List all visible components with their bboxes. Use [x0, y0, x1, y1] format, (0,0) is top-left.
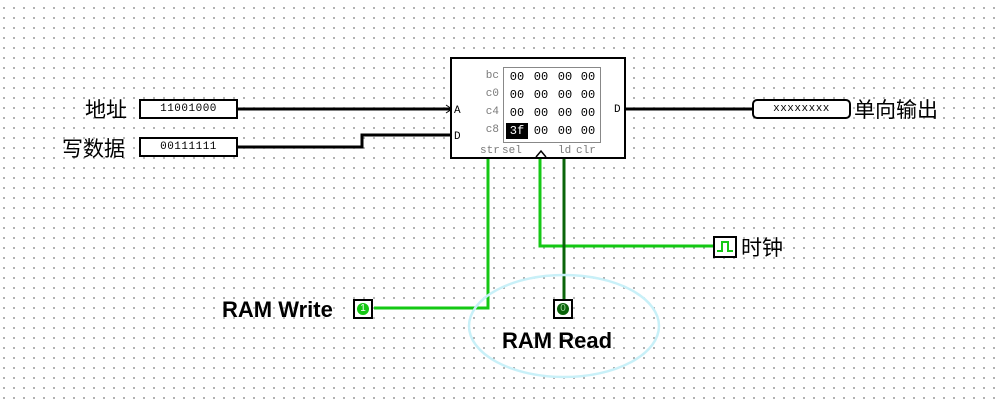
write-data-input-pin[interactable]: 00111111: [139, 137, 238, 157]
ram-write-state: 1: [357, 303, 369, 315]
ram-write-wire: [374, 159, 490, 310]
clock-input[interactable]: [713, 236, 737, 258]
ram-ctl-sel: sel: [502, 145, 522, 157]
ram-read-label: RAM Read: [502, 328, 613, 353]
ram-row-addr: c4: [485, 106, 499, 118]
ram-write-label: RAM Write: [222, 297, 333, 322]
clock-triangle-icon: [535, 149, 547, 158]
ram-port-a: A: [454, 105, 461, 117]
output-pin: xxxxxxxx: [752, 99, 851, 119]
ram-cell: 00: [533, 124, 549, 138]
write-data-bus-wire: [238, 133, 452, 149]
ram-cell: 00: [533, 88, 549, 102]
clock-wire: [538, 159, 713, 248]
ram-cell: 00: [509, 106, 525, 120]
ram-read-state: 0: [557, 303, 569, 315]
ram-cell: 00: [580, 106, 596, 120]
clock-label: 时钟: [741, 236, 783, 260]
ram-cell: 00: [580, 70, 596, 84]
ram-row-addr: c8: [485, 124, 499, 136]
ram-port-d-out: D: [614, 104, 621, 116]
ram-cell: 00: [580, 88, 596, 102]
highlight-ellipse: [467, 273, 661, 379]
ram-cell: 00: [557, 88, 573, 102]
ram-ctl-str: str: [480, 145, 500, 157]
ram-row-addr: bc: [485, 70, 499, 82]
clock-waveform-icon: [717, 241, 733, 252]
ram-component[interactable]: A D D bc c0 c4 c8 00 00 00 00 00 00 00 0…: [450, 57, 626, 159]
write-data-label: 写数据: [62, 137, 125, 161]
ram-cell: 00: [580, 124, 596, 138]
ram-cell: 00: [509, 88, 525, 102]
ram-write-button[interactable]: 1: [353, 299, 373, 319]
ram-memory-grid: 00 00 00 00 00 00 00 00 00 00 00 00 3f 0…: [503, 67, 601, 143]
ram-cell: 00: [533, 70, 549, 84]
ram-cell: 00: [557, 106, 573, 120]
address-label: 地址: [85, 98, 127, 122]
ram-ctl-ld: ld: [558, 145, 572, 157]
ram-cell-selected: 3f: [506, 123, 528, 139]
ram-cell: 00: [533, 106, 549, 120]
ram-port-d-in: D: [454, 131, 461, 143]
ram-cell: 00: [509, 70, 525, 84]
address-input-pin[interactable]: 11001000: [139, 99, 238, 119]
ram-row-addr: c0: [485, 88, 499, 100]
ram-cell: 00: [557, 124, 573, 138]
ram-read-button[interactable]: 0: [553, 299, 573, 319]
ram-cell: 00: [557, 70, 573, 84]
ram-ctl-clr: clr: [576, 145, 596, 157]
output-label: 单向输出: [854, 98, 938, 122]
